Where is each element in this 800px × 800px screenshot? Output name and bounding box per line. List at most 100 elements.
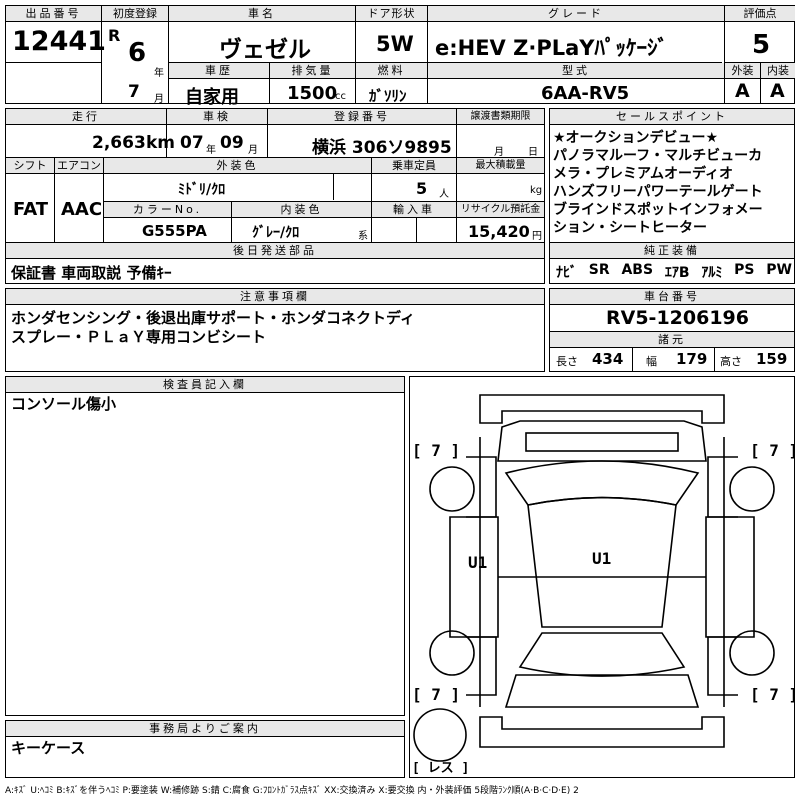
inspector-text: コンソール傷小 [11, 395, 117, 413]
capacity-label: 乗車定員 [372, 158, 456, 174]
interior-label: 内装 [761, 63, 795, 79]
interior-color-suffix: 系 [358, 231, 368, 242]
equipment-item: PS [734, 262, 755, 278]
spare-tire [413, 708, 467, 762]
width: 179 [676, 350, 708, 368]
equipment-item: ｴｱB [664, 265, 690, 281]
equipment-item: ABS [621, 262, 654, 278]
grade: e:HEV Z·PLaYﾊﾟｯｹｰｼﾞ [435, 36, 668, 60]
displacement-label: 排気量 [270, 63, 355, 79]
score: 5 [752, 30, 771, 60]
inspection-month: 09 [220, 133, 244, 153]
person-unit: 人 [439, 189, 449, 200]
tire-front-right [729, 466, 775, 512]
transfer-label: 譲渡書類期限 [457, 109, 544, 125]
equipment-label: 純正装備 [550, 243, 794, 259]
spare-tire-status: [ レス ] [412, 761, 470, 776]
office-text: キーケース [11, 739, 86, 757]
car-history: 自家用 [185, 87, 239, 108]
interior-color-label: 内装色 [232, 202, 371, 218]
month-unit: 月 [154, 94, 164, 105]
tire-front-left [429, 466, 475, 512]
height: 159 [756, 350, 788, 368]
capacity: 5 [416, 179, 428, 198]
office-section: 事務局よりご案内 キーケース [5, 720, 405, 778]
inspection-label: 車検 [167, 109, 267, 125]
kg-unit: kg [530, 185, 543, 196]
caution-section: 注意事項欄 ホンダセンシング・後退出庫サポート・ホンダコネクトディ スプレー・Ｐ… [5, 288, 545, 372]
left-body [449, 437, 499, 707]
grade-label: グレード [428, 6, 724, 22]
height-label: 高さ [720, 355, 742, 368]
equipment-item: ﾅﾋﾞ [556, 265, 577, 281]
right-body [705, 437, 755, 707]
interior-color: ｸﾞﾚｰ/ｸﾛ [252, 225, 300, 241]
equipment-item: PW [766, 262, 792, 278]
inspector-label: 検査員記入欄 [6, 377, 404, 393]
sales-point-label: セールスポイント [550, 109, 794, 125]
front-bumper [479, 394, 725, 424]
mileage: 2,663 [92, 133, 146, 153]
later-parts-label: 後日発送部品 [6, 243, 544, 259]
yen-unit: 円 [532, 231, 542, 242]
color-label: 外装色 [104, 158, 371, 174]
inspector-section: 検査員記入欄 コンソール傷小 [5, 376, 405, 716]
plate-number: 横浜 306ソ9895 [312, 138, 452, 158]
registration-year: 6 [128, 38, 147, 68]
door-type: 5W [376, 32, 414, 56]
recycle-label: リサイクル預託金 [457, 202, 544, 218]
score-cell: 評価点 5 外装 A 内装 A [725, 6, 795, 103]
diagram-mark-left-door: U1 [468, 553, 488, 572]
import-label: 輸入車 [372, 202, 456, 218]
history-label: 車歴 [169, 63, 269, 79]
right-front-fender [707, 456, 738, 518]
transfer-day: 日 [528, 147, 538, 158]
mileage-label: 走行 [6, 109, 166, 125]
transfer-month: 月 [494, 147, 504, 158]
first-registration-label: 初度登録 [102, 6, 168, 22]
car-diagram-section: U1 U1 [ 7 ] [ 7 ] [ 7 ] [ 7 ] [ レス ] [409, 376, 799, 778]
air-conditioner: AAC [61, 199, 103, 220]
lot-label: 出品番号 [6, 6, 101, 22]
office-label: 事務局よりご案内 [6, 721, 404, 737]
lot-number: 12441 [12, 26, 106, 57]
details-section: 走行 2,663 km 車検 07 年 09 月 登録番号 横浜 306ソ989… [5, 108, 545, 284]
color-number: G555PA [142, 222, 207, 240]
length-label: 長さ [556, 355, 578, 368]
era: R [108, 26, 121, 45]
sales-point-text: ★オークションデビュー★ パノラマルーフ・マルチビューカ メラ・プレミアムオーデ… [553, 130, 763, 236]
load-label: 最大積載量 [457, 158, 544, 174]
tire-front-right-tread: [ 7 ] [750, 441, 799, 460]
tire-rear-left-tread: [ 7 ] [412, 685, 461, 704]
length: 434 [592, 350, 624, 368]
header-section: 出品番号 12441 初度登録 R 6 年 7 月 車名 ヴェゼル ドア形状 5… [5, 5, 795, 108]
rear-window [518, 632, 686, 677]
cc-unit: cc [335, 91, 346, 102]
chassis-section: 車台番号 RV5-1206196 諸元 長さ 434 幅 179 高さ 159 [549, 288, 795, 372]
rear-bumper [479, 716, 725, 748]
score-label: 評価点 [725, 6, 795, 22]
tire-front-left-tread: [ 7 ] [412, 441, 461, 460]
caution-label: 注意事項欄 [6, 289, 544, 305]
equipment-item: ｱﾙﾐ [701, 265, 723, 281]
chassis-number: RV5-1206196 [606, 307, 749, 329]
interior-grade: A [770, 80, 785, 102]
displacement: 1500 [287, 83, 338, 104]
first-registration-cell: 初度登録 R 6 年 7 月 [102, 6, 168, 105]
specs-label: 諸元 [550, 332, 794, 348]
chassis-label: 車台番号 [550, 289, 794, 305]
front-grille [525, 432, 679, 452]
model-code: 6AA-RV5 [541, 83, 630, 104]
inspection-month-unit: 月 [248, 145, 258, 156]
left-rear-fender [466, 636, 497, 696]
car-outline-diagram [413, 394, 775, 762]
ac-label: エアコン [55, 158, 103, 174]
tire-rear-right-tread: [ 7 ] [750, 685, 799, 704]
sales-point-section: セールスポイント ★オークションデビュー★ パノラマルーフ・マルチビューカ メラ… [549, 108, 795, 284]
roof [527, 496, 677, 628]
shift-label: シフト [6, 158, 54, 174]
caution-text: ホンダセンシング・後退出庫サポート・ホンダコネクトディ スプレー・ＰＬａＹ専用コ… [11, 309, 415, 346]
later-parts: 保証書 車両取説 予備ｷｰ [11, 264, 172, 282]
plate-label: 登録番号 [268, 109, 456, 125]
